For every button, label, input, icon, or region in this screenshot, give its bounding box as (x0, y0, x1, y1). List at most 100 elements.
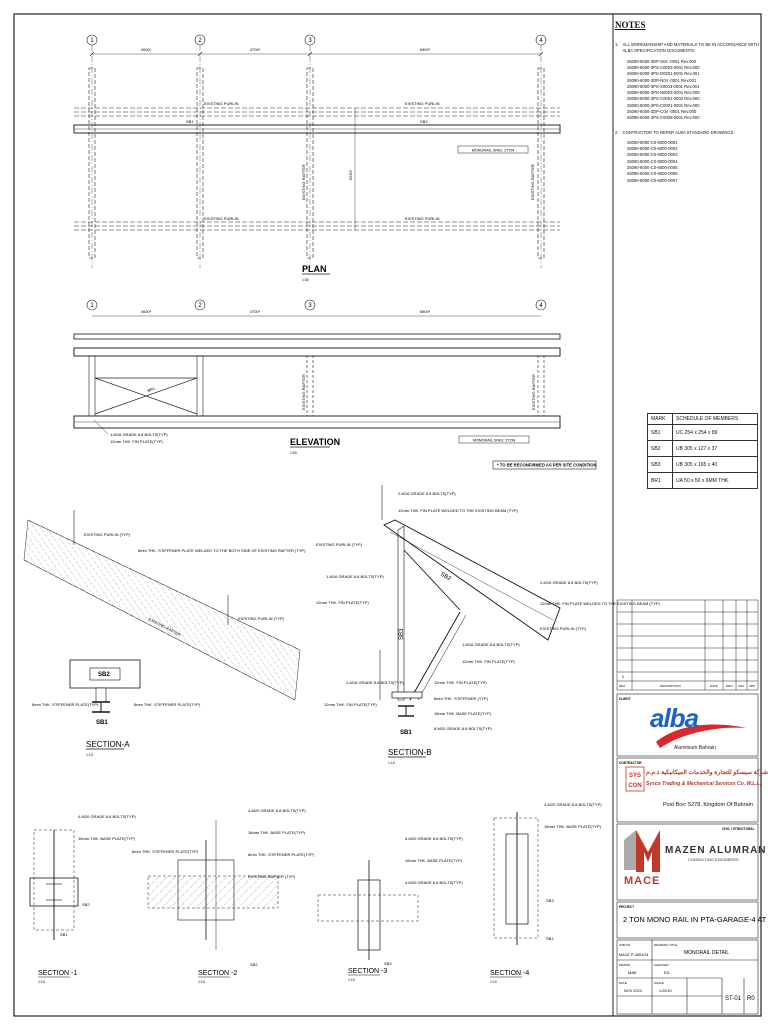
sec-b-fin-low2: 12mm THK. FIN PLATE(TYP) (434, 680, 487, 685)
elev-grid-2: 2 (198, 303, 202, 309)
sec-b-bolts-base: 6-M20 GRADE 8.8 BOLTS(TYP) (434, 726, 492, 731)
table-row: SB3 UB 305 x 165 x 40 (647, 456, 758, 473)
section-a-view: EXISTING PURLIN (TYP) 8mm THK. STIFFENER… (23, 510, 306, 757)
drawn-label: DRAWN (619, 963, 630, 967)
note-item-1: 1. ALL WORKMANSHIP AND MATERIALS TO BE I… (615, 42, 760, 54)
elevation-title: ELEVATION (290, 437, 340, 447)
grid-4-bubble: 4 (539, 38, 543, 44)
sec-a-stiff-r: 8mm THK. STIFFENER PLATE(TYP) (134, 702, 201, 707)
mark-cell: SB3 (647, 456, 673, 473)
plan-sb2-label: SB2 (420, 119, 428, 124)
plan-rafter-label: EXISTING RAFTER (530, 164, 535, 200)
sec-b-sb1: SB1 (400, 730, 412, 736)
sec-a-stiff-l: 8mm THK. STIFFENER PLATE(TYP) (32, 702, 99, 707)
alba-wordmark: alba (650, 703, 699, 733)
member-cell: UA 50 x 50 x 6MM THK. (672, 472, 758, 489)
contractor-english-name: Sysco Trading & Mechanical Services Co. … (646, 781, 762, 787)
sec-b-sb2: SB2 (439, 572, 452, 583)
rev-col-rev: REV. (619, 684, 626, 688)
section-b-scale: 1:10 (388, 761, 395, 765)
section-4-view: 4-M20 GRADE 8.8 BOLTS(TYP) 16mm THK. BAS… (490, 802, 602, 984)
dim-2-3: 4700* (250, 47, 261, 52)
plan-width-dim: 5230* (348, 169, 353, 180)
list-item: 26090-6000-3PS-D0201-0001 Rev.001 (627, 71, 700, 77)
alba-subtitle: Aluminium Bahrain (674, 745, 716, 751)
list-item: 26090-6000-3PS-C0001-0001 Rev.000 (627, 102, 700, 108)
elev-grid-3: 3 (308, 303, 312, 309)
list-item: 26090-6000-3PS-S0003-0001 Rev.001 (627, 83, 700, 89)
list-item: 26090-6000-C0-6000-0006 (627, 171, 678, 177)
sheet-border (13, 13, 762, 1017)
sec-4-bolts: 4-M20 GRADE 8.8 BOLTS(TYP) (544, 802, 602, 807)
alba-swoosh (656, 724, 746, 748)
plan-scale: 1:50 (302, 278, 309, 282)
section-a-title: SECTION-A (86, 740, 130, 749)
mace-wordmark: MACE (624, 875, 661, 887)
sec-b-base-plate: 16mm THK. BASE PLATE(TYP) (434, 711, 492, 716)
grid-2-bubble: 2 (198, 38, 202, 44)
grid-3-bubble: 3 (308, 38, 312, 44)
spec-doc-list: 26090-6000-3DP-S04 -0001 Rev.000 26090-6… (627, 59, 760, 122)
sec-b-purlin: EXISTING PURLIN (TYP) (316, 542, 363, 547)
section-b-view: SB2 SB3 SB1 2-M16 GRADE 8.8 BOLTS(TYP) 1… (316, 485, 661, 765)
checked-label: CHECKED (654, 963, 670, 967)
consultant-subtitle: CONSULTING ENGINEERS (688, 857, 739, 862)
table-row: SB1 UC 254 x 254 x 89 (647, 424, 758, 441)
project-label: PROJECT (619, 905, 634, 909)
plan-rafter-label-3: EXISTING RAFTER (301, 164, 306, 200)
note-number: 1. (615, 42, 619, 48)
elev-dim-1-2: 4000* (141, 309, 152, 314)
elev-fin-label: 12mm THK. FIN PLATE(TYP) (110, 439, 163, 444)
section-3-view: 6-M20 GRADE 8.8 BOLTS(TYP) 16mm THK. BAS… (317, 836, 463, 982)
sec-a-sb2: SB2 (98, 672, 110, 678)
scale-label: SCALE (654, 981, 664, 985)
list-item: 26090-6000-3PS-N0003-0001 Rev.005 (627, 90, 700, 96)
mark-cell: SB2 (647, 440, 673, 457)
checked-value: ED (664, 970, 670, 975)
revision-number: R0 (747, 996, 755, 1002)
sec-3-bolts: 6-M20 GRADE 8.8 BOLTS(TYP) (405, 836, 463, 841)
elev-grid-4: 4 (539, 303, 543, 309)
list-item: 26090-6000-3PS-C0003-0001 Rev.000 (627, 64, 700, 70)
sec-b-fin-low: 12mm THK. FIN PLATE(TYP) (324, 702, 377, 707)
plan-purlin-label-4: EXISTING PURLIN (405, 216, 440, 221)
reconfirm-note: * TO BE RECONFIRMED AS PER SITE CONDITIO… (497, 463, 597, 468)
sec-a-sb1: SB1 (96, 720, 108, 726)
elev-grid-1: 1 (90, 303, 94, 309)
notes-panel: NOTES 1. ALL WORKMANSHIP AND MATERIALS T… (615, 20, 760, 192)
elev-dim-2-3: 4700* (250, 309, 261, 314)
note-text: ALL WORKMANSHIP AND MATERIALS TO BE IN A… (622, 42, 759, 54)
elev-rafter-label-3: EXISTING RAFTER (301, 374, 306, 410)
sec-b-bolts-r: 2-M16 GRADE 8.8 BOLTS(TYP) (540, 580, 598, 585)
sec-a-purlin-2: EXISTING PURLIN (TYP) (238, 616, 285, 621)
sec-b-bolts-r2: 1-M16 GRADE 8.8 BOLTS(TYP) (462, 642, 520, 647)
list-item: 26090-6000-C0-6000-0003 (627, 152, 678, 158)
rev-col-desc: DESCRIPTION (660, 684, 681, 688)
sec-b-fin-mid: 12mm THK. FIN PLATE(TYP) (316, 600, 369, 605)
section-a-scale: 1:10 (86, 753, 93, 757)
sec-2-bolts: 4-M20 GRADE 8.8 BOLTS(TYP) (248, 808, 306, 813)
section-2-scale: 1:10 (198, 980, 205, 984)
scale-value: 1:20/10 (659, 989, 672, 993)
sec-1-sb2: SB2 (82, 902, 90, 907)
schedule-of-members-table: MARK SCHEDULE OF MEMBERS SB1 UC 254 x 25… (647, 413, 758, 489)
sec-2-stiffener2: 8mm THK. STIFFENER PLATE(TYP) (248, 852, 315, 857)
plan-title: PLAN (302, 264, 327, 274)
plan-purlin-label-1: EXISTING PURLIN (204, 101, 239, 106)
job-no: MACE P-4551/24 (619, 953, 649, 957)
sec-b-bolts-low: 1-M16 GRADE 8.8 BOLTS(TYP) (346, 680, 404, 685)
list-item: 26090-6000-C0-6000-0002 (627, 146, 678, 152)
revision-block (616, 599, 759, 691)
sec-b-stiff-base: 8mm THK. STIFFENER (TYP) (434, 696, 489, 701)
std-drawing-list: 26090-6000-C0-6000-0001 26090-6000-C0-60… (627, 140, 760, 184)
sec-b-bolts-mid: 1-M16 GRADE 8.8 BOLTS(TYP) (326, 574, 384, 579)
sec-3-sb3: SB3 (384, 961, 392, 966)
rev-col-date: DATE (710, 684, 718, 688)
mace-logo (624, 830, 660, 872)
job-label: JOB NO. (619, 943, 631, 947)
section-3-title: SECTION -3 (348, 968, 387, 975)
sysco-logo-text: SYS (629, 773, 641, 779)
sec-1-base: 16mm THK. BASE PLATE(TYP) (78, 836, 136, 841)
elev-br1-label: BR1 (147, 386, 157, 393)
